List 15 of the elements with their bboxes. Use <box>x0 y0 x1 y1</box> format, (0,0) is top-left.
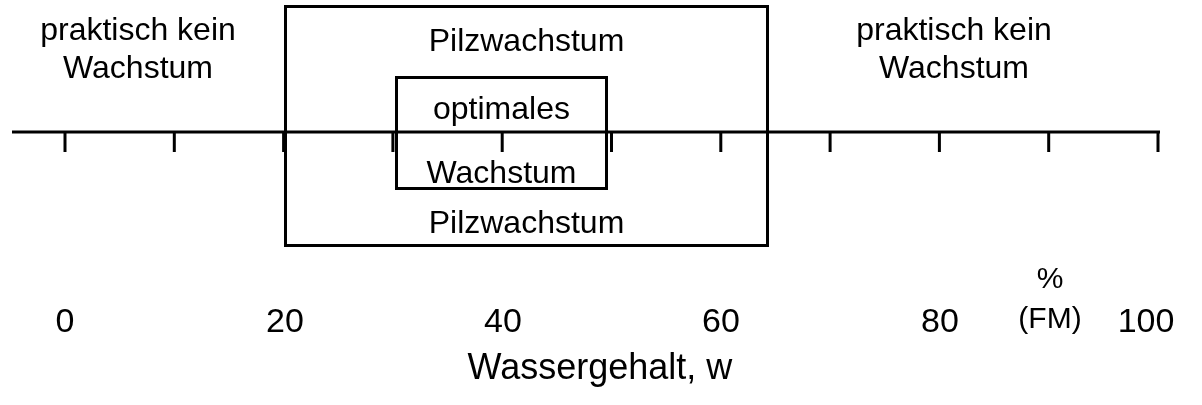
region-note: praktisch kein Wachstum <box>39 10 237 86</box>
range-box <box>284 5 769 247</box>
range-box <box>395 76 608 190</box>
unit-label: % (FM) <box>1017 260 1083 336</box>
tick-label: 100 <box>1116 300 1176 340</box>
range-label: optimales Wachstum <box>425 89 578 192</box>
tick-label: 40 <box>483 300 523 340</box>
axis-title: Wassergehalt, w <box>466 345 734 389</box>
range-label: Pilzwachstum <box>427 21 626 60</box>
range-label: Pilzwachstum <box>427 203 626 242</box>
region-note: praktisch kein Wachstum <box>855 10 1053 86</box>
tick-label: 0 <box>54 300 76 340</box>
tick-label: 20 <box>265 300 305 340</box>
tick-label: 60 <box>701 300 741 340</box>
tick-label: 80 <box>920 300 960 340</box>
